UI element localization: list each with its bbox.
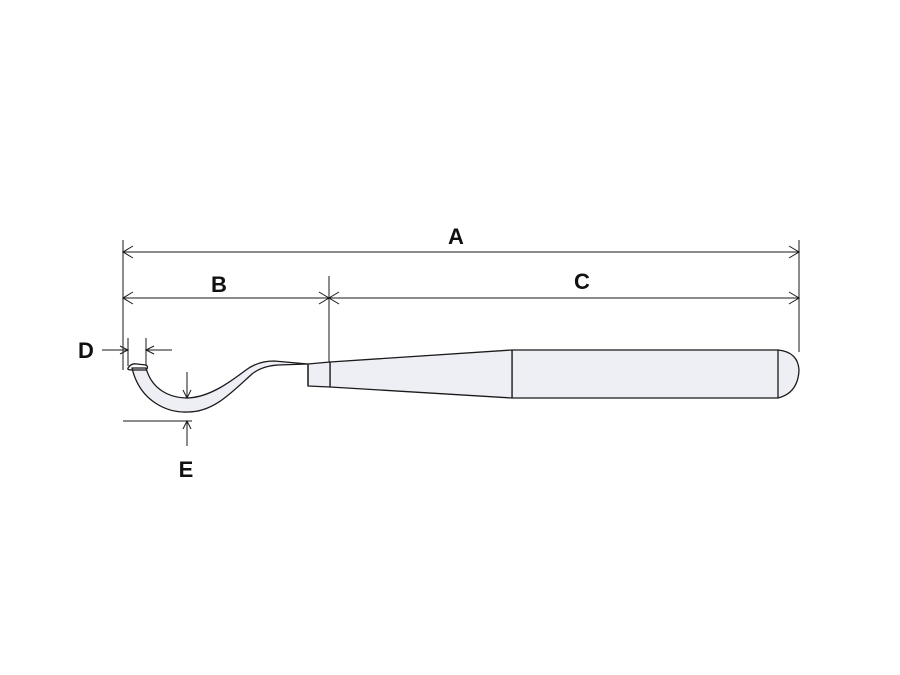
tool-body [127,349,800,413]
dimension-c [328,291,800,305]
tapered-shank [329,349,513,399]
dimension-a [122,240,800,370]
dimension-e [123,372,192,446]
dimension-label-d: D [78,338,94,363]
dimension-label-a: A [448,224,464,249]
hooked-blade [131,360,309,413]
dimension-d [102,338,172,366]
dimension-b [122,276,330,362]
handle [511,349,800,399]
collar [307,361,331,388]
dimension-label-e: E [179,457,194,482]
dimension-label-b: B [211,272,227,297]
blade-tip [127,363,149,371]
dimension-label-c: C [574,269,590,294]
